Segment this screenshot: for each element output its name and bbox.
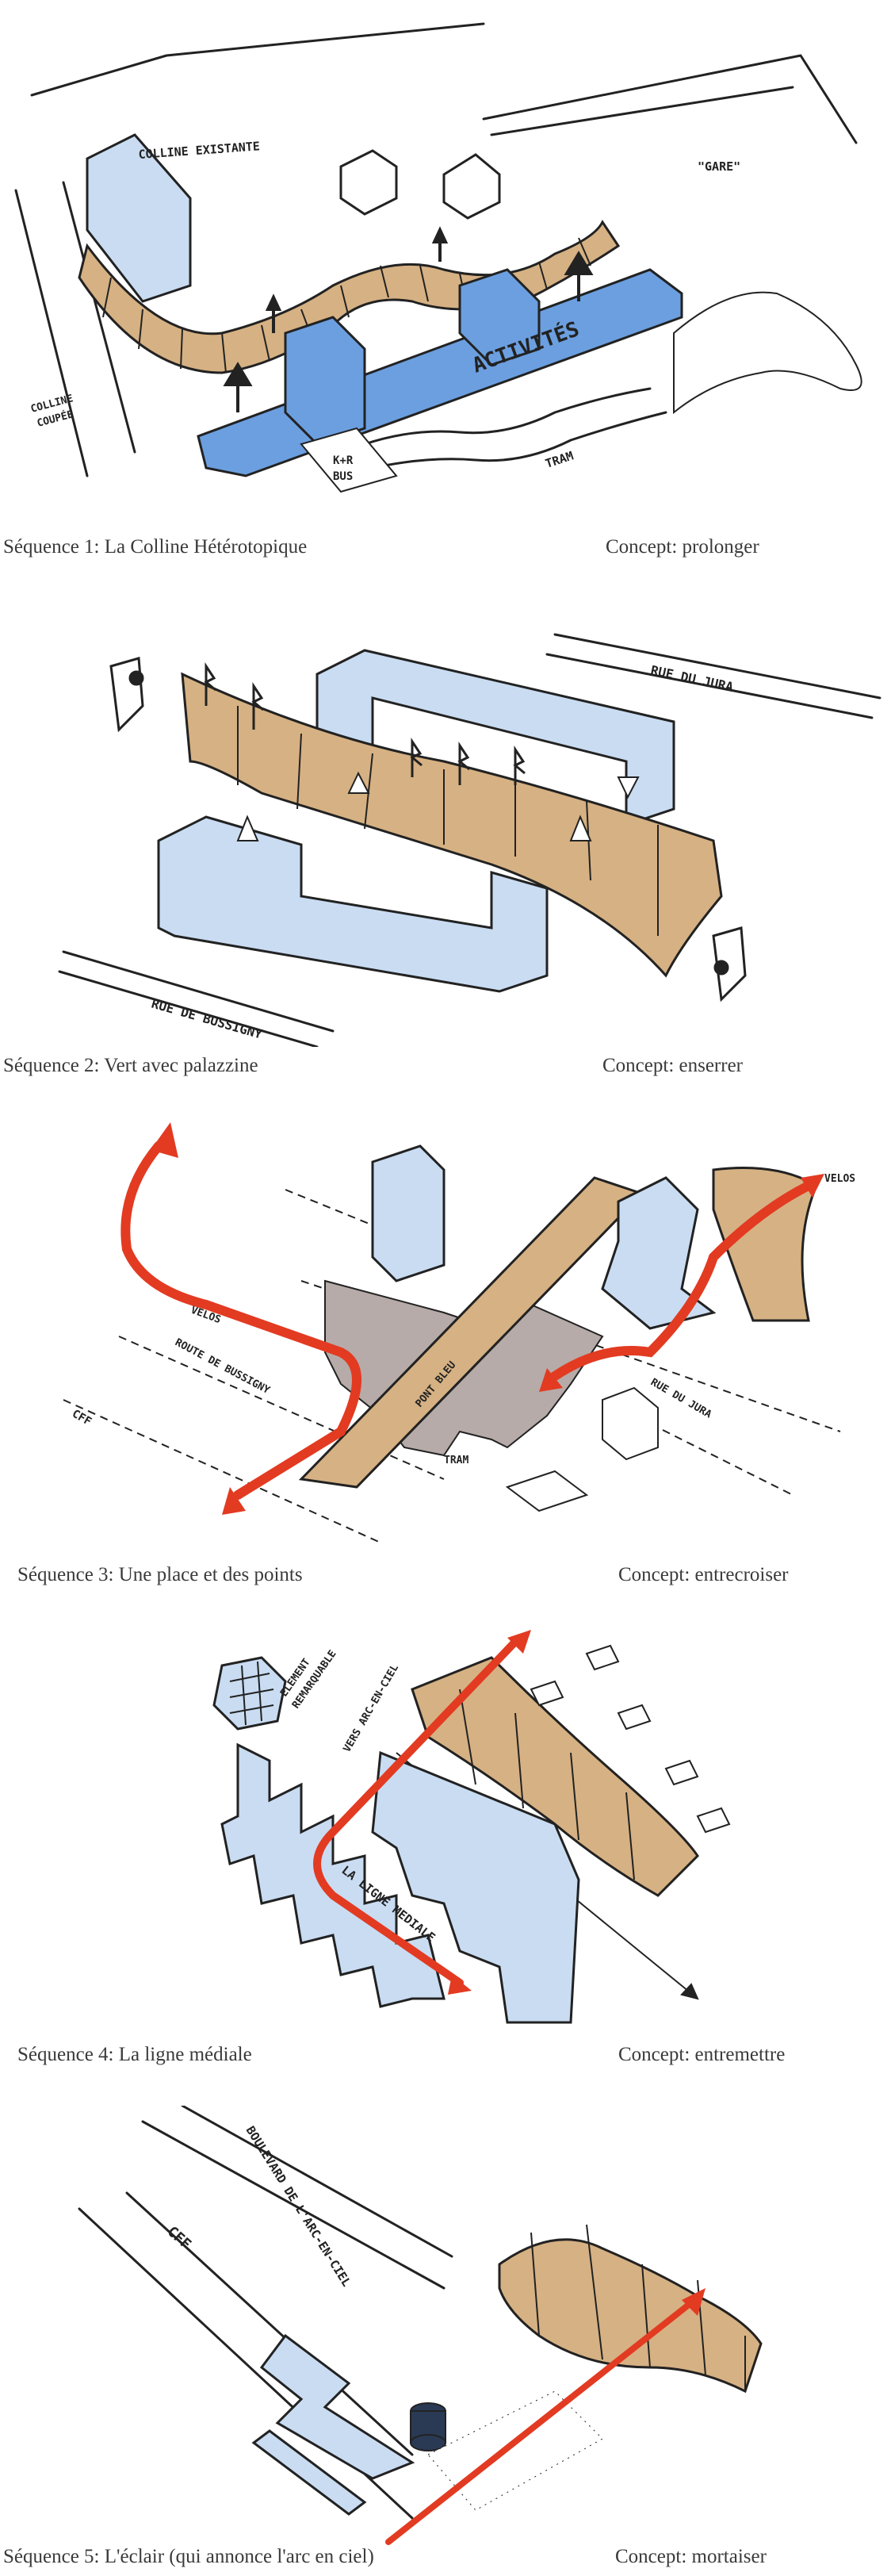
label-rue-de-bussigny: RUE DE BUSSIGNY bbox=[150, 996, 264, 1042]
label-tram-3: TRAM bbox=[444, 1455, 468, 1466]
label-gare: "GARE" bbox=[698, 159, 740, 174]
sequence-1-caption-row: Séquence 1: La Colline Hétérotopique Con… bbox=[0, 536, 891, 563]
hill-band-4 bbox=[411, 1656, 699, 1897]
sequence-2-concept: Concept: enserrer bbox=[602, 1055, 744, 1076]
comb-buildings bbox=[220, 1742, 446, 2008]
sequence-3-caption-row: Séquence 3: Une place et des points Conc… bbox=[0, 1564, 891, 1591]
red-route-right bbox=[550, 1181, 813, 1381]
sequence-4-caption: Séquence 4: La ligne médiale bbox=[17, 2044, 252, 2065]
label-tram: TRAM bbox=[544, 449, 576, 471]
sequence-4-caption-row: Séquence 4: La ligne médiale Concept: en… bbox=[0, 2044, 891, 2071]
sequence-1-diagram: COLLINE EXISTANTE "GARE" ACTIVITÉS COLLI… bbox=[0, 0, 891, 508]
label-velos-right: VELOS bbox=[824, 1173, 855, 1185]
red-route-5 bbox=[385, 2301, 693, 2545]
hill-band bbox=[78, 220, 621, 374]
label-vers-arc-en-ciel: VERS ARC-EN-CIEL bbox=[341, 1662, 401, 1754]
label-colline-existante: COLLINE EXISTANTE bbox=[138, 139, 260, 162]
hill-band-2 bbox=[181, 672, 723, 978]
sequence-3-caption: Séquence 3: Une place et des points bbox=[17, 1564, 303, 1585]
sequence-1-caption: Séquence 1: La Colline Hétérotopique bbox=[3, 536, 308, 558]
label-cff-5: CFF bbox=[164, 2223, 194, 2252]
label-boulevard: BOULEVARD DE L'ARC-EN-CIEL bbox=[243, 2124, 354, 2290]
sequence-2-caption: Séquence 2: Vert avec palazzine bbox=[3, 1055, 258, 1076]
sequence-4-diagram: ELEMENT REMARQUABLE VERS ARC-EN-CIEL LA … bbox=[0, 1626, 891, 2038]
existing-building bbox=[86, 133, 192, 303]
label-cff: CFF bbox=[70, 1408, 94, 1429]
sequence-2-caption-row: Séquence 2: Vert avec palazzine Concept:… bbox=[0, 1055, 891, 1082]
label-kr: K+R bbox=[333, 454, 354, 467]
sequence-5-caption: Séquence 5: L'éclair (qui annonce l'arc … bbox=[3, 2546, 374, 2567]
sequence-5-caption-row: Séquence 5: L'éclair (qui annonce l'arc … bbox=[0, 2546, 891, 2573]
hill-band-5 bbox=[498, 2238, 763, 2394]
label-bus: BUS bbox=[333, 470, 353, 483]
red-route-left bbox=[120, 1141, 361, 1500]
zigzag-volume bbox=[259, 2333, 415, 2480]
red-route-4 bbox=[313, 1638, 519, 1987]
sequence-3-diagram: VELOS VELOS ROUTE DE BUSSIGNY CFF PONT B… bbox=[0, 1114, 891, 1558]
sequence-4-concept: Concept: entremettre bbox=[618, 2044, 786, 2065]
sequence-3-concept: Concept: entrecroiser bbox=[618, 1564, 789, 1585]
lower-building bbox=[157, 815, 549, 993]
sequence-5-diagram: BOULEVARD DE L'ARC-EN-CIEL CFF bbox=[0, 2106, 891, 2550]
pont-bleu bbox=[298, 1176, 644, 1489]
sequence-2-diagram: RUE DU JURA RUE DE BUSSIGNY bbox=[0, 603, 891, 1047]
sequence-1-concept: Concept: prolonger bbox=[606, 536, 759, 558]
sequence-5-concept: Concept: mortaiser bbox=[615, 2546, 767, 2567]
